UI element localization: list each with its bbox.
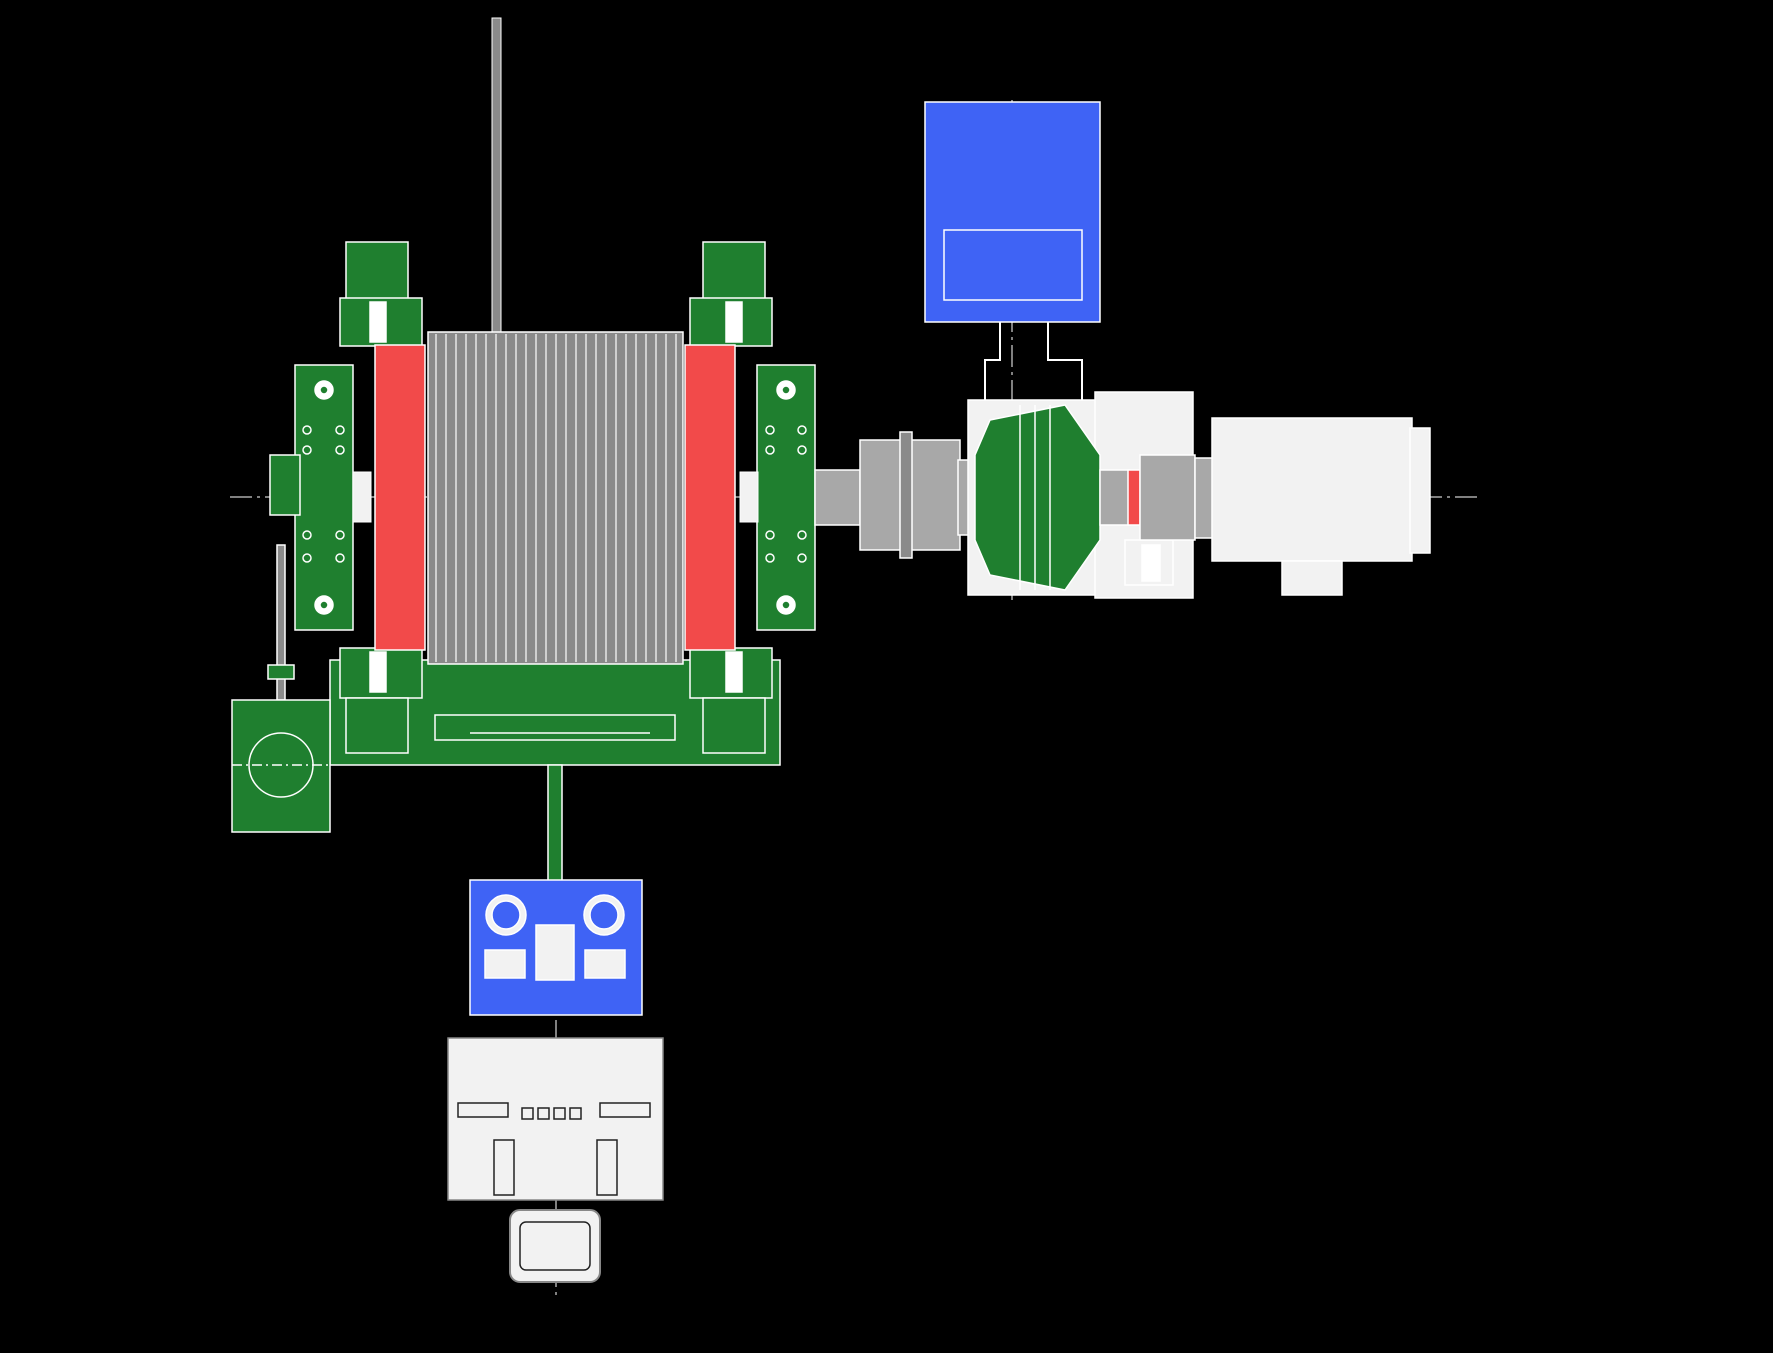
left-main-bearing	[269, 364, 354, 631]
lube-pipes	[984, 322, 1083, 400]
rope-drum	[427, 331, 684, 665]
hydraulic-station	[469, 879, 643, 1016]
depth-indicator	[231, 544, 331, 833]
reducer	[967, 391, 1194, 599]
right-brake-disc	[684, 344, 736, 651]
left-shaft-stub	[352, 471, 372, 523]
left-brake-pedestal-top	[339, 241, 423, 347]
motor-coupling	[1099, 454, 1196, 541]
right-main-bearing	[756, 364, 816, 631]
right-shaft-stub	[739, 471, 759, 523]
electric-motor	[1194, 417, 1431, 596]
operator-chair	[509, 1209, 601, 1283]
operator-console	[447, 1037, 664, 1201]
left-brake-pedestal-bottom	[339, 647, 423, 754]
right-brake-pedestal-top	[689, 241, 773, 347]
lubrication-cabinet	[924, 101, 1101, 323]
left-brake-disc	[374, 344, 426, 651]
right-brake-pedestal-bottom	[689, 647, 773, 754]
coupling	[814, 431, 974, 559]
hoist-rope	[491, 17, 502, 334]
